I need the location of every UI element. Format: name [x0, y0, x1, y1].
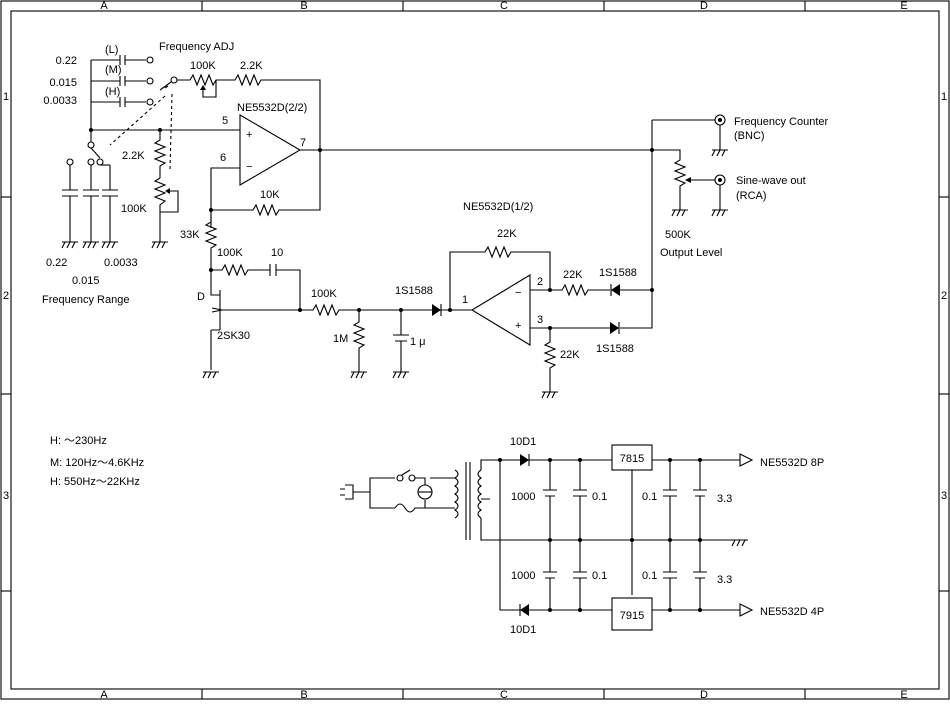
- freq-adj-label: Frequency ADJ: [159, 41, 234, 53]
- col-label-d-bottom: D: [700, 689, 708, 700]
- row-label-2-left: 2: [3, 290, 9, 302]
- res-22k-fb-label: 22K: [497, 228, 517, 240]
- res-33k-label: 33K: [180, 229, 200, 241]
- opamp1-pin1: 1: [462, 294, 468, 306]
- cap-1u-label: 1 μ: [410, 336, 426, 348]
- fet-name: 2SK30: [217, 330, 250, 342]
- cap-1000-top: 1000: [511, 491, 535, 503]
- res-22k-in-label: 22K: [563, 269, 583, 281]
- cap-01-a: 0.1: [592, 491, 607, 503]
- res-10k-label: 10K: [260, 189, 280, 201]
- res-2k2-left-label: 2.2K: [122, 150, 145, 162]
- range-cap-0015: 0.015: [72, 275, 100, 287]
- opamp2-name: NE5532D(2/2): [237, 102, 307, 114]
- power-supply-section: 10D1 7815 NE5532D 8P 10D1 7915 NE5532D 4…: [340, 436, 824, 636]
- freq-counter-label: Frequency Counter: [734, 116, 828, 128]
- range-line-3: H: 550Hz～22KHz: [50, 476, 140, 488]
- col-label-e-top: E: [900, 0, 907, 12]
- pot-100k-left-label: 100K: [121, 203, 147, 215]
- pot-100k-label: 100K: [190, 60, 216, 72]
- res-100k-b-label: 100K: [311, 288, 337, 300]
- output-level-label: Output Level: [660, 247, 722, 259]
- switch-pos-l: (L): [105, 44, 118, 56]
- cap-01-b: 0.1: [642, 491, 657, 503]
- oscillator-section: 0.22 0.015 0.0033 (L) (M) (H) Frequency …: [42, 41, 652, 306]
- row-label-1-right: 1: [941, 91, 947, 103]
- col-label-c-top: C: [500, 0, 508, 12]
- opamp2-pin6: 6: [220, 152, 226, 164]
- cap-33-bot: 3.3: [717, 574, 732, 586]
- res-1m-label: 1M: [333, 333, 348, 345]
- opamp1-pin3: 3: [537, 314, 543, 326]
- reg-pos-label: 7815: [620, 453, 644, 465]
- diode2-label: 1S1588: [599, 267, 637, 279]
- switch-pos-m: (M): [105, 64, 122, 76]
- range-cap-022: 0.22: [46, 257, 67, 269]
- row-label-3-right: 3: [941, 490, 947, 502]
- opamp1-plus: +: [515, 320, 521, 332]
- diode1-label: 1S1588: [395, 285, 433, 297]
- bnc-label: (BNC): [734, 130, 765, 142]
- cap-value-00033: 0.0033: [43, 95, 77, 107]
- opamp2-pin5: 5: [222, 115, 228, 127]
- row-label-2-right: 2: [941, 290, 947, 302]
- freq-range-label: Frequency Range: [42, 294, 129, 306]
- cap-01-d: 0.1: [642, 570, 657, 582]
- col-label-c-bottom: C: [500, 689, 508, 700]
- col-label-a-top: A: [100, 0, 108, 12]
- col-label-e-bottom: E: [900, 689, 907, 700]
- output-section: Frequency Counter (BNC) Sine-wave out (R…: [650, 114, 828, 259]
- ranges-note: H: ～230Hz M: 120Hz～4.6KHz H: 550Hz～22KHz: [50, 435, 144, 488]
- rca-label: (RCA): [736, 190, 767, 202]
- opamp2-plus: +: [246, 129, 252, 141]
- range-line-1: H: ～230Hz: [50, 435, 107, 447]
- reg-neg-label: 7915: [620, 610, 644, 622]
- range-cap-00033: 0.0033: [104, 257, 138, 269]
- agc-section: 33K 100K 10 D 2SK30 100K 1M 1 μ 1S1588 N…: [180, 120, 654, 399]
- col-label-b-top: B: [300, 0, 307, 12]
- sine-out-label: Sine-wave out: [736, 175, 806, 187]
- col-label-a-bottom: A: [100, 689, 108, 700]
- opamp2-minus: −: [246, 161, 252, 173]
- frame-labels: A B C D E A B C D E 1 2 3 1 2 3: [3, 0, 947, 701]
- fet-pin-d: D: [197, 291, 205, 303]
- opamp1-name: NE5532D(1/2): [463, 201, 533, 213]
- cap-01-c: 0.1: [592, 570, 607, 582]
- diode-top-label: 10D1: [510, 436, 536, 448]
- col-label-b-bottom: B: [300, 689, 307, 700]
- cap-value-0015: 0.015: [49, 77, 77, 89]
- res-22k-gnd-label: 22K: [560, 349, 580, 361]
- out-pos-label: NE5532D 8P: [760, 457, 824, 469]
- diode-bot-label: 10D1: [510, 624, 536, 636]
- col-label-d-top: D: [700, 0, 708, 12]
- switch-pos-h: (H): [105, 86, 120, 98]
- cap-33-top: 3.3: [717, 493, 732, 505]
- out-neg-label: NE5532D 4P: [760, 606, 824, 618]
- opamp1-pin2: 2: [537, 276, 543, 288]
- res-100k-a-label: 100K: [217, 247, 243, 259]
- cap-1000-bot: 1000: [511, 570, 535, 582]
- cap-value-022: 0.22: [56, 55, 77, 67]
- opamp1-minus: −: [515, 287, 521, 299]
- row-label-1-left: 1: [3, 91, 9, 103]
- row-label-3-left: 3: [3, 490, 9, 502]
- opamp2-pin7: 7: [300, 137, 306, 149]
- diode3-label: 1S1588: [596, 343, 634, 355]
- pot-500k-label: 500K: [665, 229, 691, 241]
- cap-10-label: 10: [271, 247, 283, 259]
- res-2k2-top-label: 2.2K: [240, 60, 263, 72]
- range-line-2: M: 120Hz～4.6KHz: [50, 457, 144, 469]
